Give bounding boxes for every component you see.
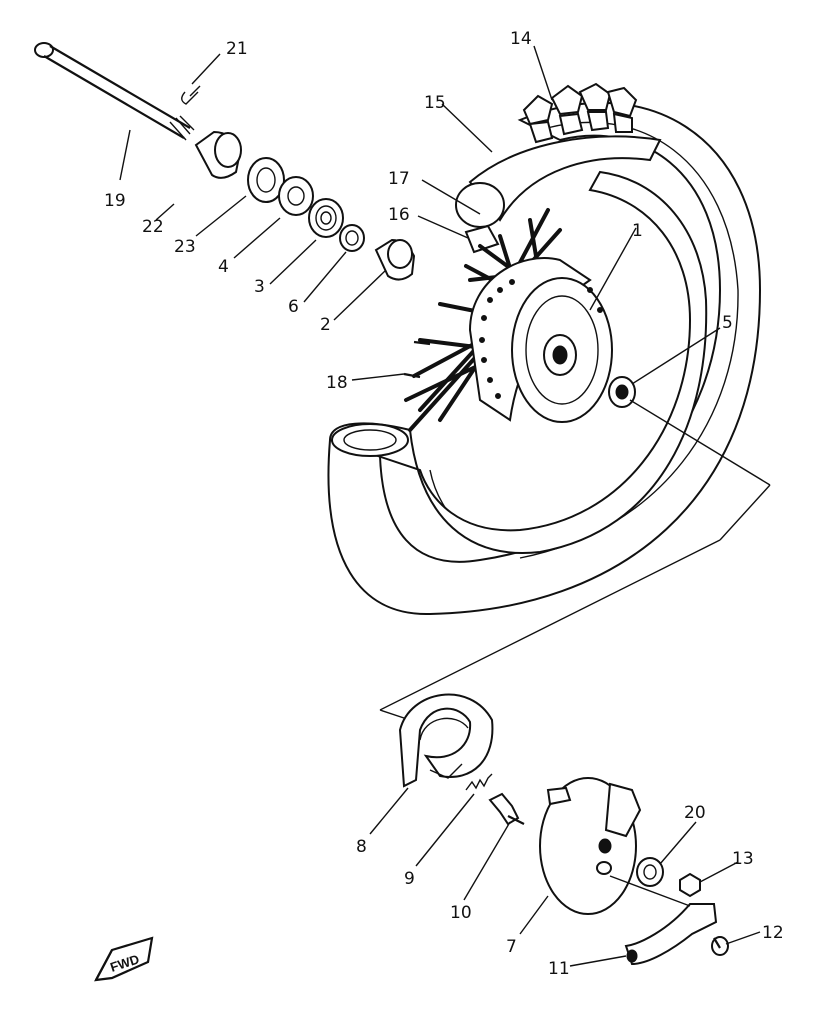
- label-part-14: 14: [510, 29, 532, 49]
- label-part-3: 3: [254, 277, 265, 297]
- rim-band: [464, 224, 500, 254]
- leader-lines: [119, 45, 761, 967]
- label-part-21: 21: [226, 39, 248, 59]
- label-part-7: 7: [506, 937, 517, 957]
- tire-tread: [522, 82, 638, 144]
- brake-shoes: [398, 693, 494, 788]
- bearing-small: [339, 224, 365, 252]
- label-part-6: 6: [288, 297, 299, 317]
- front-axle: [34, 42, 195, 141]
- spoke-nipples: [403, 340, 431, 379]
- brake-spring: [465, 773, 493, 791]
- meter-seal: [608, 376, 636, 408]
- label-part-19: 19: [104, 191, 126, 211]
- brake-cam-lever: [609, 875, 718, 966]
- bearing: [308, 198, 344, 238]
- part-labels: 1 2 3 4 5 6 7 8 9 10 11 12 13 14 15 16 1…: [104, 29, 784, 979]
- brake-camshaft: [488, 792, 525, 826]
- inner-tube: [455, 135, 662, 228]
- label-part-23: 23: [174, 237, 196, 257]
- fwd-direction-badge: FWD: [94, 936, 154, 982]
- label-part-9: 9: [404, 869, 415, 889]
- nut-13: [679, 872, 701, 898]
- label-part-11: 11: [548, 959, 570, 979]
- label-part-16: 16: [388, 205, 410, 225]
- axle-collar: [194, 130, 242, 179]
- hub-flange-holes: [479, 279, 603, 399]
- label-part-4: 4: [218, 257, 229, 277]
- axle-nut: [636, 857, 664, 887]
- label-part-2: 2: [320, 315, 331, 335]
- label-part-8: 8: [356, 837, 367, 857]
- label-part-10: 10: [450, 903, 472, 923]
- label-part-5: 5: [722, 313, 733, 333]
- label-part-13: 13: [732, 849, 754, 869]
- lever-bolt: [711, 936, 729, 956]
- exploded-view-guide: [379, 399, 771, 721]
- label-part-22: 22: [142, 217, 164, 237]
- hub: [468, 257, 613, 423]
- brake-shoe-plate: [539, 777, 642, 915]
- label-part-15: 15: [424, 93, 446, 113]
- label-part-1: 1: [632, 221, 643, 241]
- label-part-18: 18: [326, 373, 348, 393]
- dust-seal: [247, 157, 285, 203]
- cotter-pin: [181, 85, 201, 105]
- label-part-20: 20: [684, 803, 706, 823]
- rim: [328, 170, 708, 554]
- label-part-12: 12: [762, 923, 784, 943]
- label-part-17: 17: [388, 169, 410, 189]
- oil-seal: [278, 176, 314, 216]
